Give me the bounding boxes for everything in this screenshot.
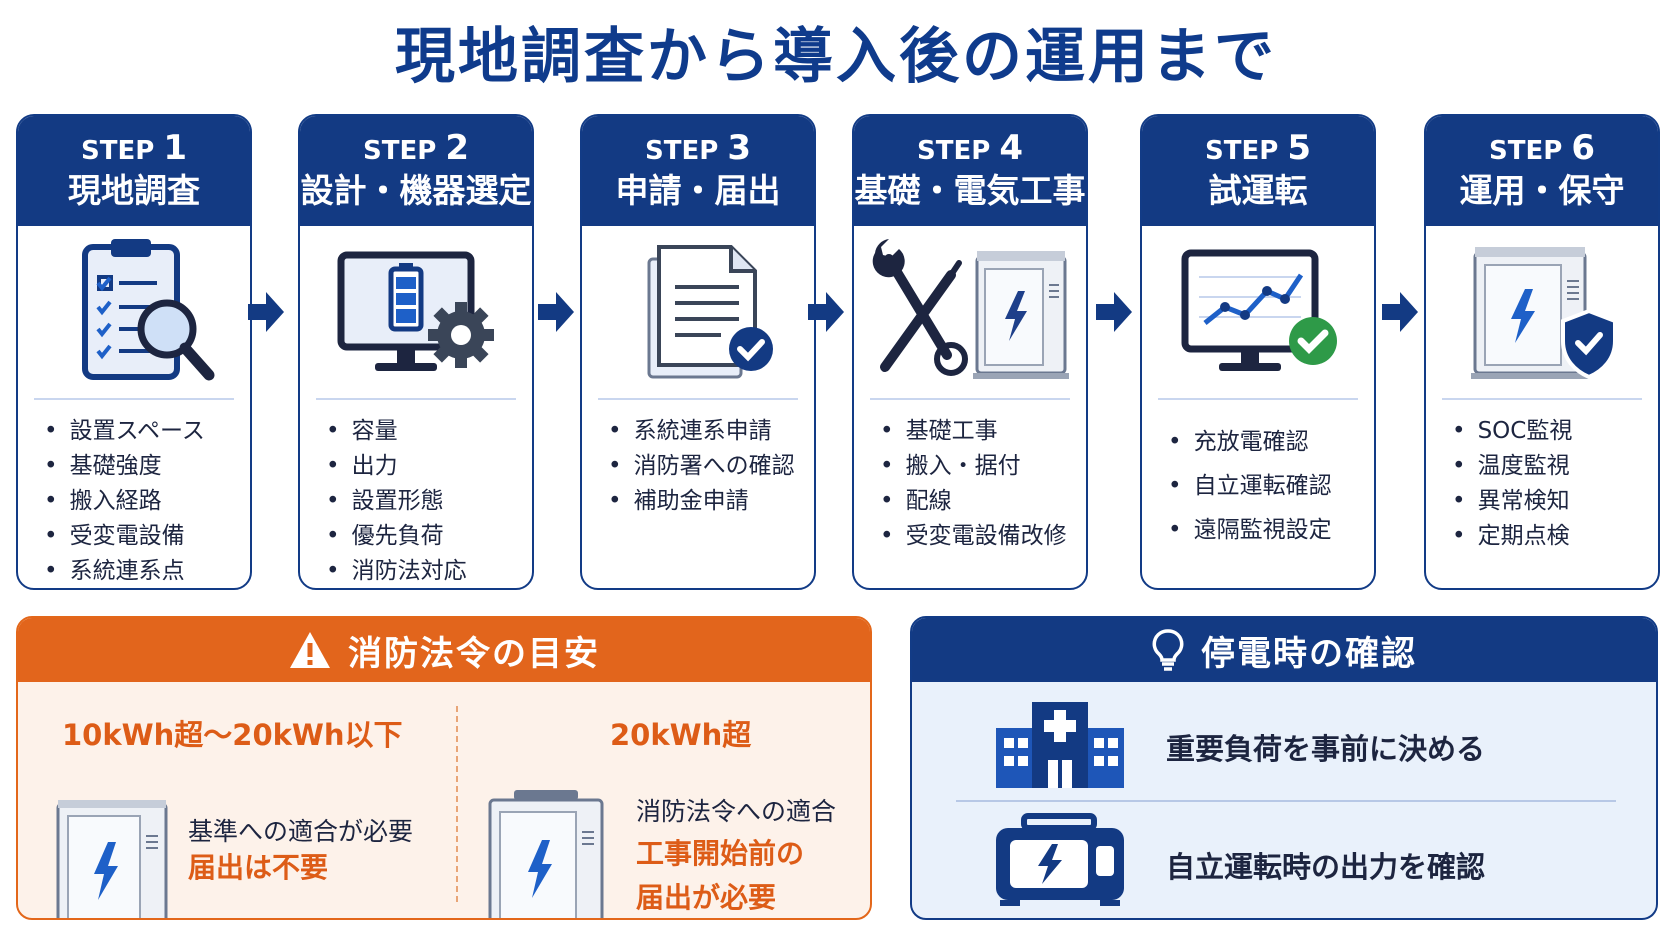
list-item: 設置スペース [44, 414, 250, 449]
step-card-1: STEP 1 現地調査 設置スペース 基礎強度 搬入経路 受変電設備 系統連系点 [16, 114, 252, 590]
list-item: 受変電設備改修 [880, 519, 1086, 554]
list-item: 設置形態 [326, 484, 532, 519]
step-header: STEP 1 現地調査 [18, 116, 250, 226]
outage-check-panel: 停電時の確認 重要負荷を事前に決める 自立運転時の出力を確認 [910, 616, 1658, 920]
list-item: 消防署への確認 [608, 449, 814, 484]
list-item: 受変電設備 [44, 519, 250, 554]
step-card-5: STEP 5 試運転 充放電確認 自立運転確認 遠隔監視設定 [1140, 114, 1376, 590]
step-card-6: STEP 6 運用・保守 SOC監視 温度監視 異常検知 定期点検 [1424, 114, 1660, 590]
hospital-icon [996, 702, 1124, 788]
list-item: 配線 [880, 484, 1086, 519]
clipboard-magnifier-icon [18, 226, 250, 398]
arrow-right-icon [538, 292, 574, 332]
step-number: STEP 2 [362, 128, 469, 168]
arrow-right-icon [1096, 292, 1132, 332]
requirement-text: 消防法令への適合 [636, 797, 837, 826]
step-checklist: 基礎工事 搬入・据付 配線 受変電設備改修 [854, 400, 1086, 554]
fire-law-left-column: 10kWh超～20kWh以下 基準への適合が必要 届出は不要 [18, 682, 456, 918]
arrow-right-icon [808, 292, 844, 332]
list-item: 異常検知 [1452, 484, 1658, 519]
tools-battery-cabinet-icon [854, 226, 1086, 398]
step-title: 試運転 [1208, 171, 1308, 210]
step-header: STEP 3 申請・届出 [582, 116, 814, 226]
page-title: 現地調査から導入後の運用まで [395, 22, 1277, 92]
outage-item: 重要負荷を事前に決める [912, 690, 1656, 800]
battery-cabinet-icon [56, 800, 168, 918]
step-card-2: STEP 2 設計・機器選定 容量 出力 設置形態 優先負荷 消防法対応 [298, 114, 534, 590]
list-item: 温度監視 [1452, 449, 1658, 484]
step-title: 設計・機器選定 [300, 171, 532, 210]
step-number: STEP 3 [644, 128, 751, 168]
fire-law-header: 消防法令の目安 [18, 618, 870, 682]
list-item: 補助金申請 [608, 484, 814, 519]
column-divider [456, 706, 458, 902]
list-item: SOC監視 [1452, 414, 1658, 449]
capacity-range-heading: 20kWh超 [610, 718, 752, 752]
list-item: 基礎工事 [880, 414, 1086, 449]
list-item: 優先負荷 [326, 519, 532, 554]
step-divider [870, 398, 1070, 400]
generator-icon [996, 813, 1124, 906]
requirement-highlight-line-2: 届出が必要 [636, 881, 777, 914]
step-checklist: SOC監視 温度監視 異常検知 定期点検 [1426, 400, 1658, 554]
outage-divider [956, 800, 1616, 802]
fire-law-title: 消防法令の目安 [348, 633, 600, 674]
step-header: STEP 4 基礎・電気工事 [854, 116, 1086, 226]
list-item: 容量 [326, 414, 532, 449]
list-item: 搬入・据付 [880, 449, 1086, 484]
step-divider [34, 398, 234, 400]
arrow-right-icon [1382, 292, 1418, 332]
monitor-chart-check-icon [1142, 226, 1374, 398]
list-item: 系統連系点 [44, 554, 250, 588]
lightbulb-icon [1152, 629, 1184, 671]
step-number: STEP 6 [1488, 128, 1595, 168]
capacity-range-heading: 10kWh超～20kWh以下 [62, 718, 403, 752]
requirement-highlight: 届出は不要 [188, 851, 329, 884]
list-item: 搬入経路 [44, 484, 250, 519]
step-checklist: 系統連系申請 消防署への確認 補助金申請 [582, 400, 814, 519]
list-item: 充放電確認 [1168, 420, 1374, 464]
step-card-3: STEP 3 申請・届出 系統連系申請 消防署への確認 補助金申請 [580, 114, 816, 590]
step-number: STEP 5 [1204, 128, 1311, 168]
step-checklist: 充放電確認 自立運転確認 遠隔監視設定 [1142, 400, 1374, 552]
outage-item-text: 重要負荷を事前に決める [1166, 732, 1486, 766]
step-divider [598, 398, 798, 400]
monitor-battery-gear-icon [300, 226, 532, 398]
arrow-right-icon [248, 292, 284, 332]
requirement-highlight-line-1: 工事開始前の [636, 837, 805, 870]
list-item: 遠隔監視設定 [1168, 508, 1374, 552]
step-divider [1442, 398, 1642, 400]
document-check-icon [582, 226, 814, 398]
warning-icon [290, 632, 330, 668]
step-header: STEP 6 運用・保守 [1426, 116, 1658, 226]
step-checklist: 容量 出力 設置形態 優先負荷 消防法対応 [300, 400, 532, 588]
outage-title: 停電時の確認 [1201, 633, 1417, 674]
step-title: 運用・保守 [1459, 171, 1625, 210]
list-item: 系統連系申請 [608, 414, 814, 449]
fire-law-right-column: 20kWh超 消防法令への適合 工事開始前の 届出が必要 [458, 682, 870, 918]
step-number: STEP 4 [916, 128, 1023, 168]
list-item: 消防法対応 [326, 554, 532, 588]
step-number: STEP 1 [80, 128, 187, 168]
step-title: 申請・届出 [615, 171, 781, 210]
step-header: STEP 5 試運転 [1142, 116, 1374, 226]
list-item: 自立運転確認 [1168, 464, 1374, 508]
list-item: 基礎強度 [44, 449, 250, 484]
list-item: 定期点検 [1452, 519, 1658, 554]
outage-item: 自立運転時の出力を確認 [912, 808, 1656, 918]
step-title: 現地調査 [68, 171, 200, 210]
step-checklist: 設置スペース 基礎強度 搬入経路 受変電設備 系統連系点 [18, 400, 250, 588]
outage-item-text: 自立運転時の出力を確認 [1166, 850, 1486, 884]
requirement-text: 基準への適合が必要 [188, 817, 414, 846]
outage-header: 停電時の確認 [912, 618, 1656, 682]
step-header: STEP 2 設計・機器選定 [300, 116, 532, 226]
fire-law-panel: 消防法令の目安 10kWh超～20kWh以下 基準への適合が必要 届出は不要 2… [16, 616, 872, 920]
step-card-4: STEP 4 基礎・電気工事 基礎工事 搬入・据付 配線 受変電設備改修 [852, 114, 1088, 590]
battery-cabinet-icon [488, 790, 604, 918]
step-divider [1158, 398, 1358, 400]
step-divider [316, 398, 516, 400]
battery-cabinet-shield-icon [1426, 226, 1658, 398]
step-title: 基礎・電気工事 [854, 171, 1086, 210]
list-item: 出力 [326, 449, 532, 484]
